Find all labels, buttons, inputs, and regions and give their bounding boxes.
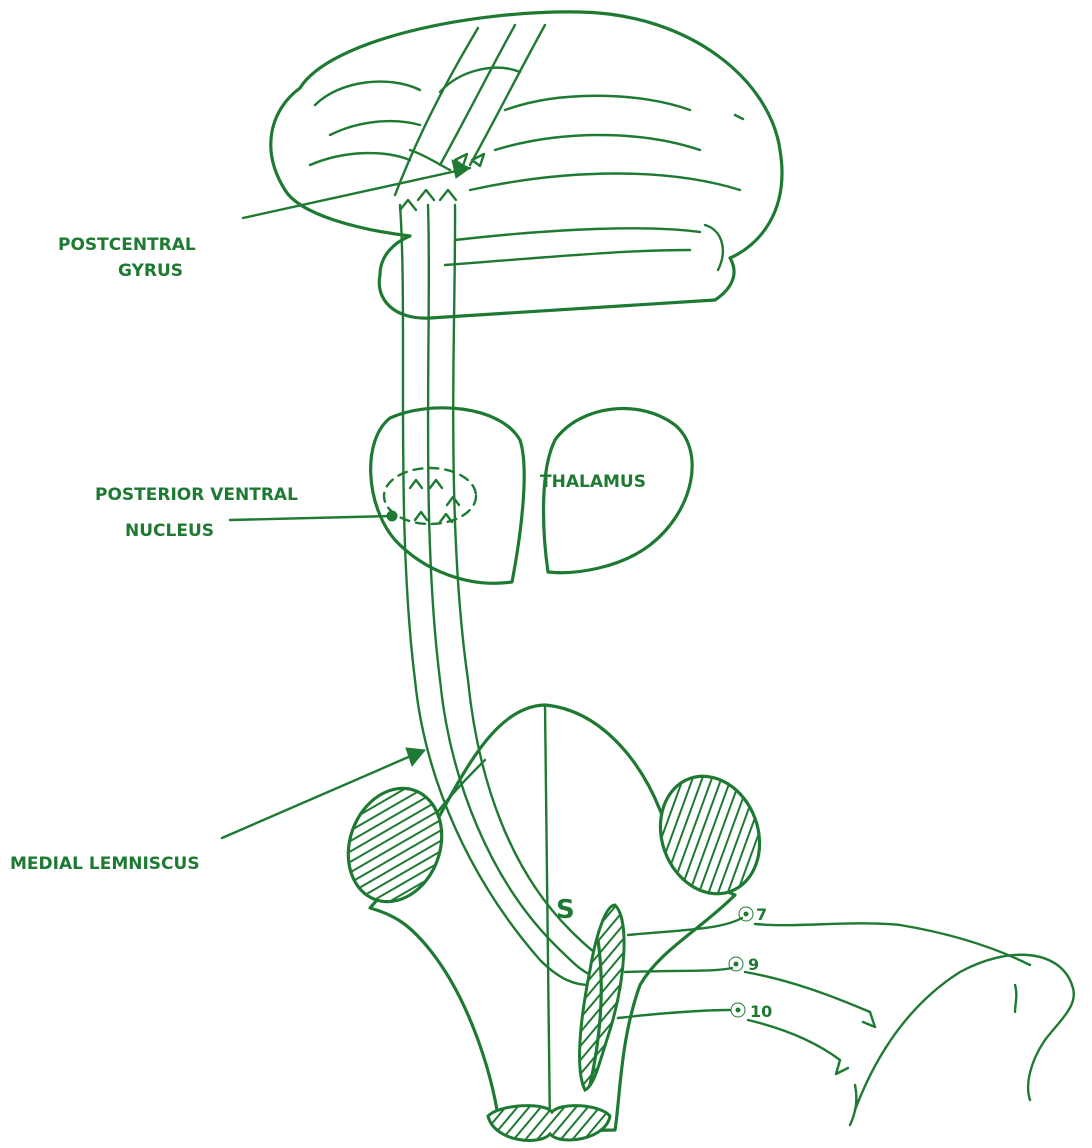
label-nerve-9: 9 bbox=[748, 955, 759, 974]
label-nerve-10: 10 bbox=[750, 1002, 772, 1021]
label-thalamus: THALAMUS bbox=[540, 472, 646, 492]
right-inferior-olive bbox=[644, 762, 775, 908]
left-inferior-olive bbox=[333, 775, 457, 915]
brainstem bbox=[370, 705, 735, 1132]
thalamus-left-lobe bbox=[371, 408, 525, 583]
label-posterior-ventral-line2: NUCLEUS bbox=[125, 521, 214, 541]
label-medial-lemniscus: MEDIAL LEMNISCUS bbox=[10, 854, 200, 874]
label-postcentral-gyrus-line1: POSTCENTRAL bbox=[58, 235, 196, 255]
label-s: S bbox=[556, 895, 575, 925]
label-nerve-7: 7 bbox=[756, 905, 767, 924]
pyramid-base bbox=[488, 1106, 610, 1141]
arrow-posterior-ventral bbox=[230, 516, 392, 520]
cerebral-hemisphere bbox=[271, 12, 782, 318]
arrow-postcentral bbox=[243, 160, 470, 218]
label-postcentral-gyrus-line2: GYRUS bbox=[118, 261, 183, 281]
nucleus-solitarius bbox=[580, 905, 625, 1090]
tongue-outline bbox=[850, 955, 1074, 1125]
label-posterior-ventral-line1: POSTERIOR VENTRAL bbox=[95, 485, 298, 505]
nerve-10-path bbox=[618, 1003, 848, 1074]
